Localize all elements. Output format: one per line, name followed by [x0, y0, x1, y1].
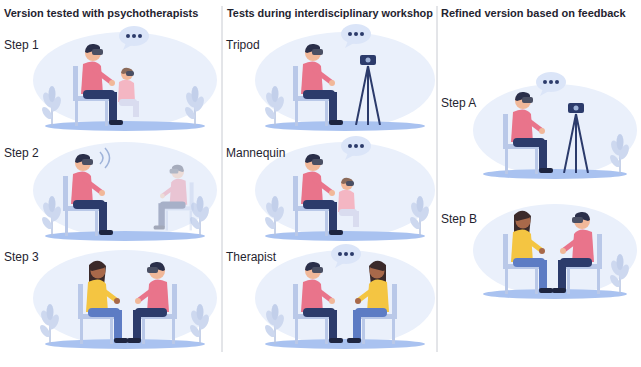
panel-label: Mannequin: [226, 146, 285, 160]
panel-label: Therapist: [226, 250, 276, 264]
scene-step-2: [33, 142, 217, 241]
scene-step-3: [33, 250, 217, 349]
scene-step-b: [473, 204, 637, 299]
scene-step-1: [33, 26, 217, 131]
panel-label: Step 2: [4, 146, 39, 160]
panel-label: Step A: [441, 96, 476, 110]
column-divider: [222, 6, 223, 352]
scene-step-a: [473, 72, 637, 179]
panel-label: Step 3: [4, 250, 39, 264]
column-heading: Tests during interdisciplinary workshop: [227, 6, 433, 20]
column-heading: Version tested with psychotherapists: [4, 6, 198, 20]
scene-tripod: [255, 24, 435, 131]
panel-label: Step 1: [4, 38, 39, 52]
column-heading: Refined version based on feedback: [441, 6, 626, 20]
panel-label: Step B: [441, 212, 477, 226]
column-divider: [437, 6, 438, 352]
scene-therapist: [255, 244, 435, 349]
panel-label: Tripod: [226, 38, 260, 52]
